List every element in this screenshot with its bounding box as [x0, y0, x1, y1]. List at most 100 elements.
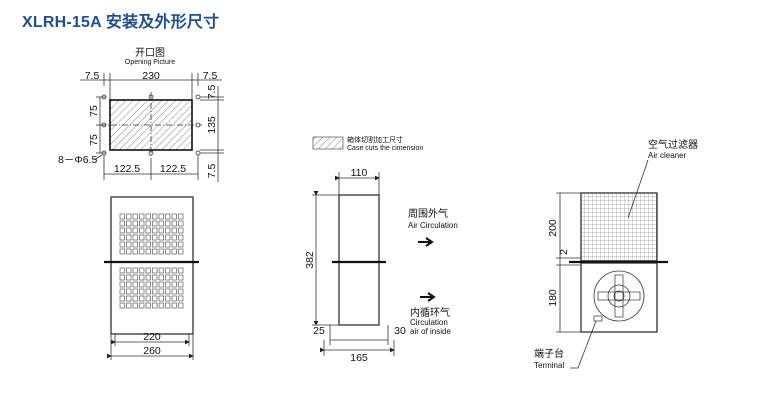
- vent-slot: [158, 234, 164, 241]
- vent-slot: [119, 234, 125, 241]
- front-grille-upper: [119, 213, 184, 255]
- mount-hole: [195, 122, 201, 128]
- air-out-label-en: Air Circulation: [408, 221, 458, 230]
- vent-slot: [139, 281, 145, 288]
- vent-slot: [145, 220, 151, 227]
- vent-slot: [145, 281, 151, 288]
- mount-hole: [148, 150, 154, 156]
- vent-slot: [178, 288, 184, 295]
- vent-slot: [178, 220, 184, 227]
- vent-slot: [132, 281, 138, 288]
- front-view: 220 260: [104, 196, 199, 360]
- vent-slot: [152, 241, 158, 248]
- air-in-label-en2: air of inside: [410, 327, 451, 336]
- vent-slot: [126, 234, 132, 241]
- vent-slot: [171, 281, 177, 288]
- air-filter-grid: [580, 192, 658, 262]
- vent-slot: [119, 248, 125, 255]
- vent-slot: [119, 227, 125, 234]
- vent-slot: [132, 295, 138, 302]
- vent-slot: [152, 248, 158, 255]
- vent-slot: [126, 274, 132, 281]
- vent-slot: [171, 267, 177, 274]
- rear-dim-upper: 200: [547, 219, 559, 237]
- side-dim-right: 30: [394, 325, 406, 337]
- vent-slot: [165, 295, 171, 302]
- vent-slot: [152, 302, 158, 309]
- vent-slot: [132, 274, 138, 281]
- front-housing: [110, 196, 194, 335]
- vent-slot: [171, 274, 177, 281]
- vent-slot: [178, 234, 184, 241]
- vent-slot: [178, 248, 184, 255]
- vent-slot: [126, 248, 132, 255]
- side-dim-top: 110: [351, 167, 368, 179]
- vent-slot: [165, 213, 171, 220]
- opening-dim-top-left: 7.5: [85, 70, 100, 82]
- vent-slot: [145, 267, 151, 274]
- vent-slot: [165, 274, 171, 281]
- vent-slot: [139, 274, 145, 281]
- opening-dim-left-lower: 75: [88, 134, 100, 146]
- vent-slot: [165, 302, 171, 309]
- vent-slot: [119, 241, 125, 248]
- air-in-arrow-icon: [420, 292, 436, 302]
- vent-slot: [119, 220, 125, 227]
- page-title: XLRH-15A 安装及外形尺寸: [22, 14, 220, 31]
- side-housing: [338, 194, 380, 326]
- vent-slot: [126, 267, 132, 274]
- vent-slot: [165, 288, 171, 295]
- vent-slot: [145, 274, 151, 281]
- terminal-label-cn: 端子台: [534, 347, 564, 360]
- rear-lower-housing: [580, 262, 658, 333]
- vent-slot: [171, 295, 177, 302]
- vent-slot: [178, 241, 184, 248]
- legend-hatch-swatch: [312, 136, 344, 150]
- vent-slot: [119, 274, 125, 281]
- vent-slot: [139, 288, 145, 295]
- vent-slot: [132, 227, 138, 234]
- vent-slot: [178, 281, 184, 288]
- air-out-arrow-icon: [418, 237, 434, 247]
- vent-slot: [119, 267, 125, 274]
- vent-slot: [119, 302, 125, 309]
- filter-label-en: Air cleaner: [648, 151, 687, 160]
- vent-slot: [145, 234, 151, 241]
- vent-slot: [178, 295, 184, 302]
- vent-slot: [139, 267, 145, 274]
- vent-slot: [139, 234, 145, 241]
- vent-slot: [132, 288, 138, 295]
- vent-slot: [158, 213, 164, 220]
- opening-dim-bottom-left: 122.5: [114, 163, 140, 175]
- side-view: 110 382 25 30 165 周围外气 Air Circulation 内…: [304, 167, 458, 364]
- vent-slot: [158, 248, 164, 255]
- vent-slot: [152, 281, 158, 288]
- vent-slot: [178, 302, 184, 309]
- vent-slot: [171, 248, 177, 255]
- vent-slot: [178, 267, 184, 274]
- vent-slot: [132, 234, 138, 241]
- vent-slot: [139, 295, 145, 302]
- rear-view: 空气过滤器 Air cleaner 200 2 180 端子台 Terminal: [534, 138, 698, 370]
- side-dim-left: 25: [313, 325, 325, 337]
- vent-slot: [126, 227, 132, 234]
- opening-dim-bottom-right: 122.5: [160, 163, 186, 175]
- rear-dim-gap: 2: [558, 249, 570, 255]
- vent-slot: [132, 248, 138, 255]
- vent-slot: [171, 234, 177, 241]
- vent-slot: [145, 213, 151, 220]
- opening-title-cn: 开口图: [135, 47, 165, 59]
- mount-hole: [195, 94, 201, 100]
- vent-slot: [171, 213, 177, 220]
- vent-slot: [145, 241, 151, 248]
- vent-slot: [132, 241, 138, 248]
- mount-hole: [148, 94, 154, 100]
- vent-slot: [132, 213, 138, 220]
- vent-slot: [126, 241, 132, 248]
- air-in-label-cn: 内循环气: [410, 306, 450, 319]
- terminal-label-en: Terminal: [534, 361, 564, 370]
- vent-slot: [158, 281, 164, 288]
- vent-slot: [171, 220, 177, 227]
- vent-slot: [132, 302, 138, 309]
- vent-slot: [139, 302, 145, 309]
